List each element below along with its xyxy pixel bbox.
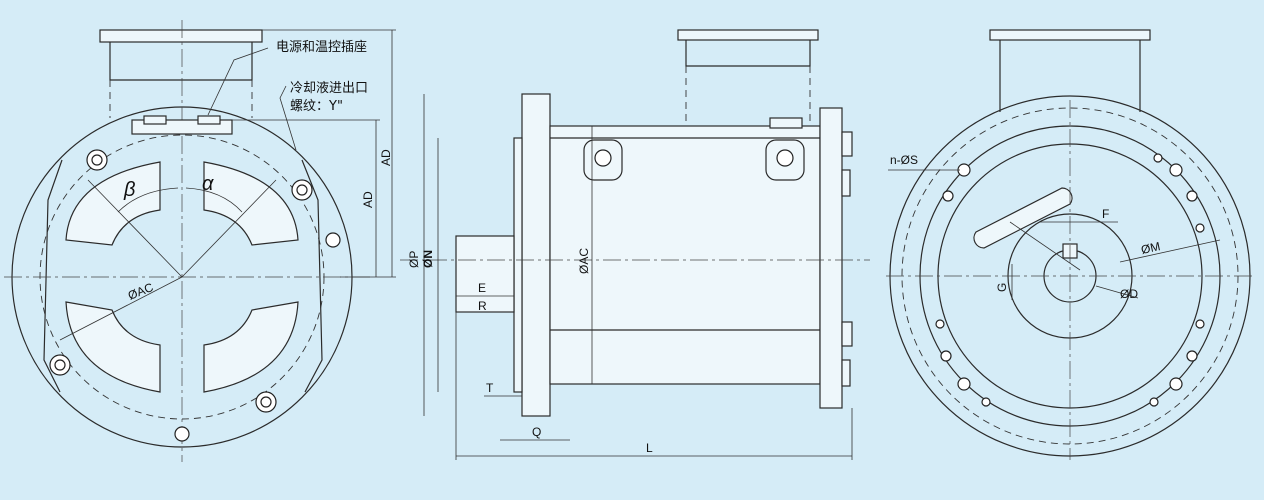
bolt-bottom-right — [255, 391, 277, 413]
ac-leader — [59, 276, 183, 341]
terminal-box-hidden — [109, 80, 253, 118]
terminal-box-lid — [99, 29, 263, 43]
g-label: G — [995, 283, 1009, 292]
rib-top-left — [65, 161, 161, 246]
side-connector — [769, 117, 803, 129]
e-label: E — [478, 281, 486, 295]
r-label: R — [478, 299, 487, 313]
p-label: ØP — [407, 251, 421, 268]
side-front-flange — [521, 93, 551, 417]
ac-label-front: ØAC — [126, 280, 156, 303]
alpha-arc — [185, 187, 243, 213]
rib-top-right — [203, 161, 299, 246]
side-terminal-box — [685, 40, 811, 67]
coolant-port — [325, 232, 341, 248]
side-lifting-eye-1 — [583, 139, 623, 181]
connector-a — [143, 115, 167, 125]
ns-label: n-ØS — [890, 153, 918, 167]
t-label: T — [486, 381, 494, 395]
rib-bottom-right — [203, 301, 299, 393]
n-label: ØN — [421, 250, 435, 268]
drain-port — [174, 426, 190, 442]
side-view: ØP ØN ØAC E R T Q L — [400, 29, 870, 460]
coolant-note: 冷却液进出口 — [290, 81, 368, 96]
d-leader — [1095, 285, 1139, 299]
side-fitting-3 — [841, 321, 853, 347]
side-lifting-eye-2 — [765, 139, 805, 181]
alpha-ray — [181, 179, 277, 278]
bolt-top-right — [291, 179, 313, 201]
side-fitting-1 — [841, 131, 853, 157]
side-spigot — [513, 137, 523, 393]
beta-arc — [117, 187, 179, 213]
ad-label-top: AD — [379, 149, 393, 166]
slot-leader — [1009, 221, 1081, 271]
oblong-slot — [973, 187, 1073, 249]
terminal-box — [109, 42, 253, 81]
q-label: Q — [532, 425, 541, 439]
flange-view: n-ØS F ØM G ØD — [886, 29, 1254, 460]
connector-leader — [207, 47, 269, 116]
ad-label-side: AD — [361, 191, 375, 208]
flange-holes — [935, 153, 1205, 407]
coolant-leader — [279, 85, 297, 151]
l-label: L — [646, 441, 653, 455]
side-fitting-4 — [841, 359, 851, 387]
front-view: 电源和温控插座 冷却液进出口 螺纹：Y" AD AD β α ØAC — [4, 20, 396, 462]
f-label: F — [1102, 207, 1109, 221]
connector-note: 电源和温控插座 — [276, 40, 367, 55]
side-shaft — [455, 235, 515, 313]
rear-terminal-lid — [989, 29, 1151, 41]
connector-b — [197, 115, 221, 125]
rear-terminal-box — [999, 40, 1141, 112]
bolt-bottom-left — [49, 354, 71, 376]
rib-bottom-left — [65, 301, 161, 393]
m-leader — [1119, 239, 1221, 263]
side-terminal-lid — [677, 29, 819, 41]
bolt-top-left — [86, 149, 108, 171]
alpha-label: α — [202, 173, 214, 195]
side-rear-cap — [819, 107, 843, 409]
thread-note: 螺纹：Y" — [290, 99, 343, 114]
ac-label-side: ØAC — [577, 248, 591, 274]
beta-ray — [87, 179, 183, 278]
housing-flange — [43, 159, 323, 393]
side-terminal-hidden — [685, 66, 811, 126]
side-fitting-2 — [841, 169, 851, 197]
beta-label: β — [123, 179, 135, 201]
d-label: ØD — [1120, 287, 1138, 301]
m-label: ØM — [1140, 239, 1162, 257]
